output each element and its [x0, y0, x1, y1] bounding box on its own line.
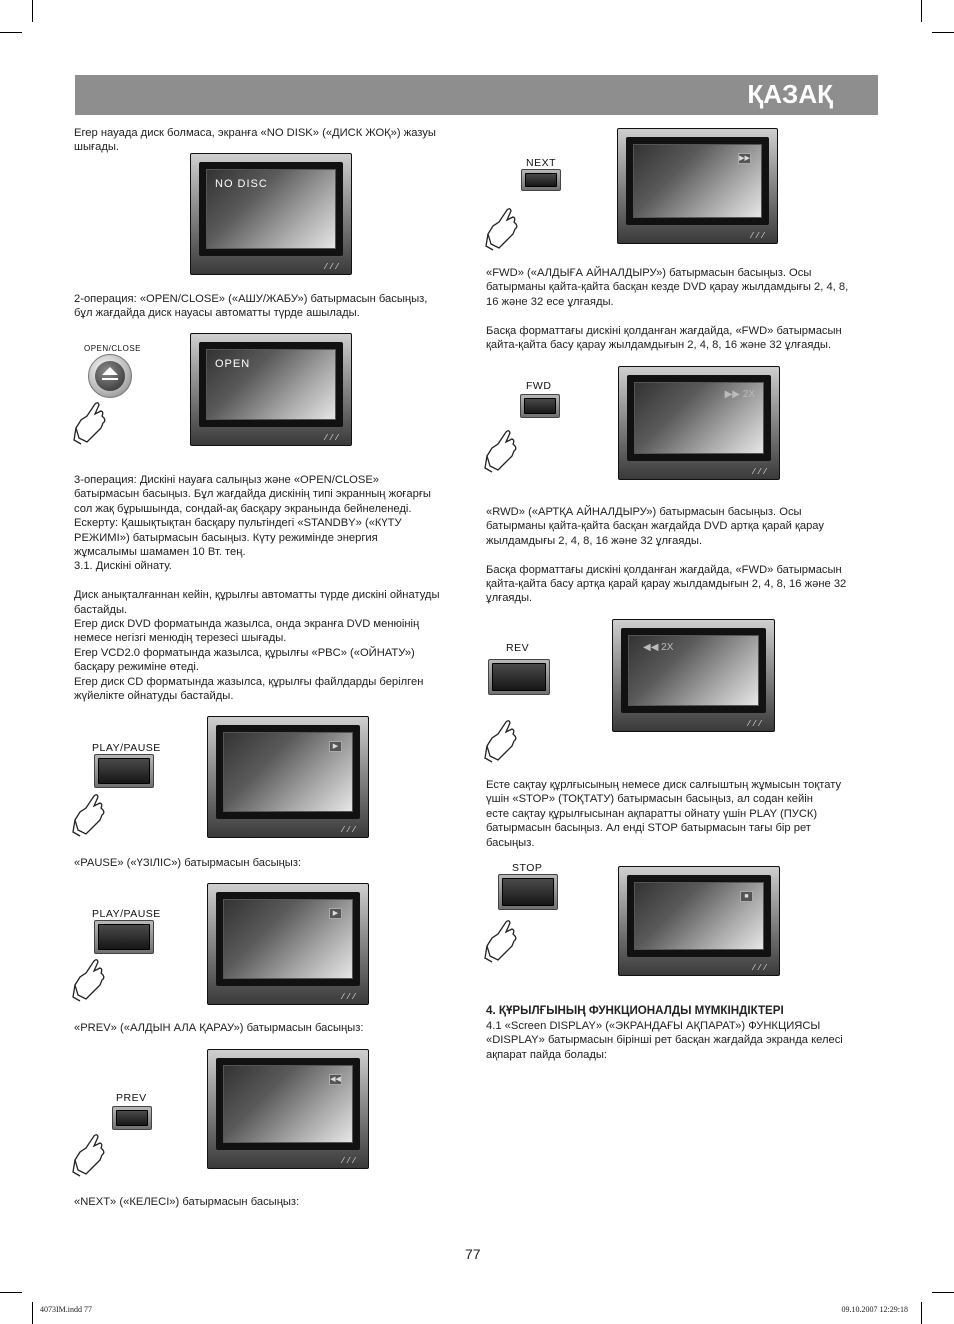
screen-display-text: 4.1 «Screen DISPLAY» («ЭКРАНДАҒЫ АҚПАРАТ…: [486, 1020, 843, 1061]
stop-button[interactable]: [498, 874, 558, 910]
operation-3-text: 3-операция: Дискіні науаға салыңыз және …: [74, 474, 440, 703]
prev-label: PREV: [116, 1092, 147, 1104]
crop-mark: [921, 0, 922, 22]
rev-label: REV: [506, 642, 530, 654]
crop-mark: [932, 32, 954, 33]
operation-2-text: 2-операция: «OPEN/CLOSE» («АШУ/ЖАБУ») ба…: [74, 293, 428, 320]
hand-pointer-icon: [484, 430, 517, 473]
footer-date: 09.10.2007 12:29:18: [841, 1305, 908, 1314]
hand-pointer-icon: [73, 402, 106, 445]
tv-no-disc: NO DISC ⁄ ⁄ ⁄: [190, 153, 352, 275]
tv-rev: ◀◀ 2X ⁄ ⁄ ⁄: [612, 619, 775, 732]
crop-mark: [0, 1292, 22, 1293]
rwd-text: «RWD» («АРТҚА АЙНАЛДЫРУ») батырмасын бас…: [486, 506, 847, 605]
rev-speed: 2X: [661, 642, 674, 653]
language-title: ҚАЗАҚ: [747, 79, 833, 109]
hand-pointer-icon: [72, 1134, 105, 1177]
language-header-bar: ҚАЗАҚ: [75, 75, 878, 115]
crop-mark: [0, 32, 22, 33]
rev-button[interactable]: [488, 659, 550, 695]
tv-fwd: ▶▶ 2X ⁄ ⁄ ⁄: [618, 366, 780, 480]
screen-text: NO DISC: [215, 178, 268, 190]
play-pause-button[interactable]: [94, 754, 154, 788]
tv-open: OPEN ⁄ ⁄ ⁄: [190, 333, 352, 446]
next-instruction: «NEXT» («КЕЛЕСІ») батырмасын басыңыз:: [74, 1196, 300, 1208]
open-close-button[interactable]: [88, 354, 132, 398]
play-pause-label: PLAY/PAUSE: [92, 742, 161, 754]
next-icon: ▶▶: [738, 153, 751, 164]
fwd-speed: 2X: [742, 389, 755, 400]
crop-mark: [921, 1302, 922, 1324]
crop-mark: [932, 1292, 954, 1293]
no-disk-text: Егер науада диск болмаса, экранға «NO DI…: [74, 127, 436, 154]
pause-instruction: «PAUSE» («ҮЗІЛІС») батырмасын басыңыз:: [74, 857, 302, 869]
open-close-label: OPEN/CLOSE: [84, 344, 142, 353]
section-4-heading: 4. ҚҰРЫЛҒЫНЫҢ ФУНКЦИОНАЛДЫ МҮМКІНДІКТЕРІ: [486, 1004, 784, 1017]
stop-icon: ■: [740, 891, 753, 902]
play-icon: ▶: [329, 908, 342, 919]
page-number: 77: [465, 1246, 481, 1262]
prev-button[interactable]: [112, 1106, 152, 1130]
crop-mark: [32, 1302, 33, 1324]
fwd-button[interactable]: [520, 394, 560, 418]
tv-stop: ■ ⁄ ⁄ ⁄: [618, 866, 780, 976]
hand-pointer-icon: [484, 920, 517, 963]
previous-icon: ◀◀: [329, 1074, 342, 1085]
tv-pause: ▶ ⁄ ⁄ ⁄: [207, 883, 369, 1005]
screen-text: OPEN: [215, 358, 251, 370]
fwd-text: «FWD» («АЛДЫҒА АЙНАЛДЫРУ») батырмасын ба…: [486, 267, 849, 352]
tv-play: ▶ ⁄ ⁄ ⁄: [207, 716, 369, 838]
footer-file: 4073IM.indd 77: [40, 1305, 92, 1314]
play-icon: ▶: [329, 741, 342, 752]
tv-next: ▶▶ ⁄ ⁄ ⁄: [617, 128, 778, 244]
next-label: NEXT: [526, 157, 557, 169]
next-button[interactable]: [521, 169, 561, 191]
fast-forward-icon: ▶▶ 2X: [724, 389, 755, 400]
fwd-label: FWD: [526, 380, 552, 392]
eject-icon: [102, 367, 118, 375]
crop-mark: [32, 0, 33, 22]
play-pause-label: PLAY/PAUSE: [92, 908, 161, 920]
play-pause-button[interactable]: [94, 920, 154, 954]
rewind-icon: ◀◀ 2X: [643, 642, 674, 653]
prev-instruction: «PREV» («АЛДЫН АЛА ҚАРАУ») батырмасын ба…: [74, 1022, 364, 1034]
tv-prev: ◀◀ ⁄ ⁄ ⁄: [207, 1049, 369, 1169]
stop-label: STOP: [512, 862, 543, 874]
hand-pointer-icon: [72, 794, 105, 837]
hand-pointer-icon: [72, 959, 105, 1002]
hand-pointer-icon: [484, 720, 517, 763]
stop-text: Есте сақтау құрлғысының немесе диск салғ…: [486, 779, 842, 849]
hand-pointer-icon: [485, 208, 518, 251]
